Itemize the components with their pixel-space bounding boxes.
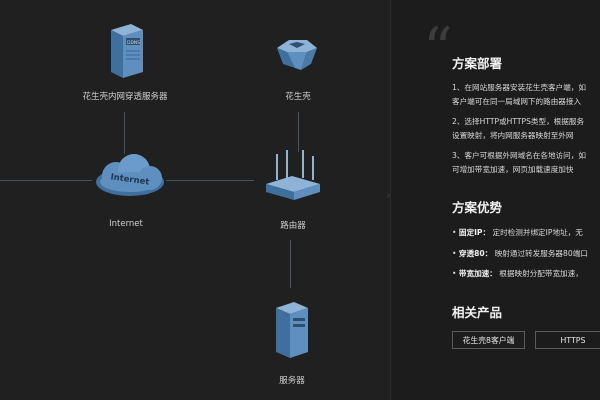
connector-line	[290, 240, 291, 288]
connector-line	[0, 180, 92, 181]
product-button-https[interactable]: HTTPS	[535, 331, 600, 349]
peanut-shell-icon	[277, 40, 317, 70]
solution-panel: “ 方案部署 1、在网站服务器安装花生壳客户端，如 客户端可在同一局域网下的路由…	[391, 0, 600, 400]
deployment-title: 方案部署	[452, 56, 503, 71]
quote-icon: “	[423, 15, 453, 83]
products-title: 相关产品	[452, 305, 503, 320]
router-icon	[266, 150, 320, 200]
router-label: 路由器	[280, 221, 306, 231]
server-icon	[276, 302, 308, 358]
proxy-server-label: 花生壳内网穿透服务器	[82, 92, 168, 102]
connector-line	[298, 112, 299, 152]
advantage-item: • 带宽加速： 根据映射分配带宽加速，	[452, 269, 583, 278]
advantage-item: • 穿透80： 映射通过转发服务器80端口	[452, 249, 588, 258]
peanut-shell-label: 花生壳	[285, 92, 311, 102]
server-label: 服务器	[279, 376, 305, 386]
connector-line	[166, 180, 254, 181]
deployment-step-2: 2、选择HTTP或HTTPS类型，根据服务 设置映射，将内网服务器映射至外网	[452, 117, 585, 140]
advantages-title: 方案优势	[452, 200, 503, 215]
deployment-step-1: 1、在网站服务器安装花生壳客户端，如 客户端可在同一局域网下的路由器接入	[452, 83, 586, 106]
chevron-right-icon[interactable]: ›	[386, 188, 391, 202]
network-diagram: DDNS 花生壳内网穿透服务器 花生壳 Internet Internet 路由…	[0, 24, 320, 386]
deployment-step-3: 3、客户可根据外网域名在各地访问，如 可增加带宽加速，网页加载速度加快	[452, 151, 586, 174]
ddns-badge: DDNS	[127, 40, 140, 46]
cloud-icon: Internet	[96, 154, 164, 196]
panel-divider	[390, 0, 391, 400]
product-button-client[interactable]: 花生壳8客户端	[452, 331, 525, 349]
server-tower-icon: DDNS	[111, 24, 143, 78]
internet-label: Internet	[109, 219, 143, 229]
advantage-item: • 固定IP： 定时检测并绑定IP地址，无	[452, 228, 583, 237]
connector-line	[124, 112, 125, 154]
